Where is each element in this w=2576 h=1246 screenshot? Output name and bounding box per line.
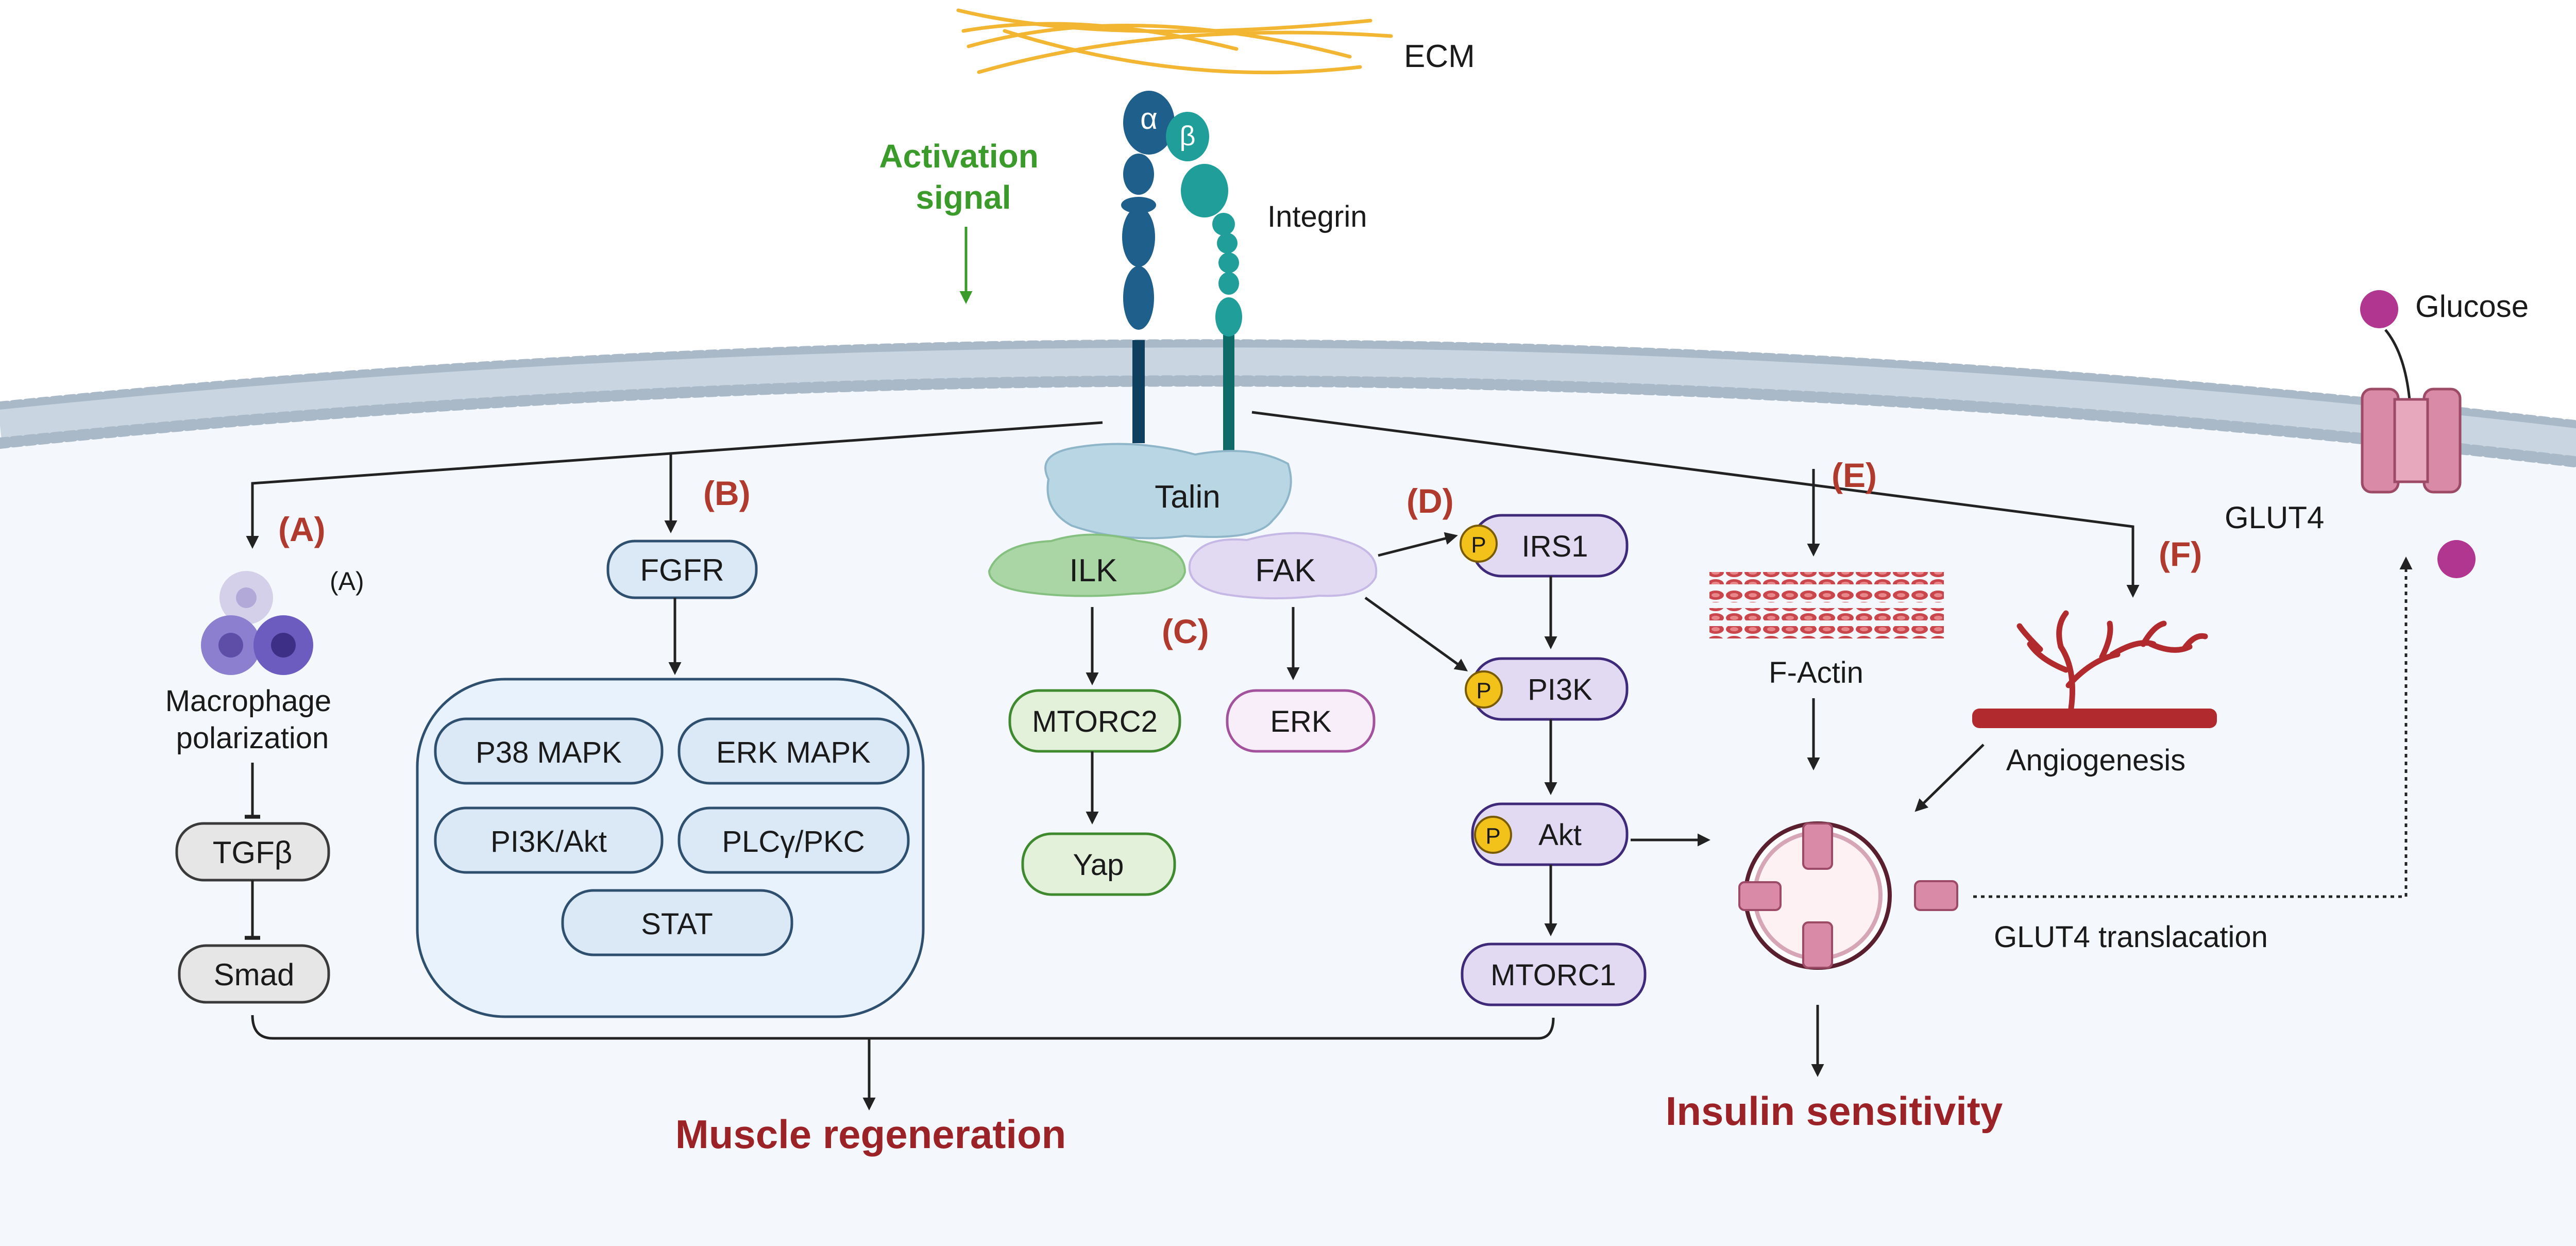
alpha-symbol: α — [1140, 102, 1158, 136]
talin-label: Talin — [1155, 479, 1221, 515]
pathway-p38: P38 MAPK — [434, 717, 664, 785]
glut4-translocation-arrow — [1973, 557, 2413, 898]
f-actin-icon — [1709, 572, 1944, 638]
glut4-label: GLUT4 — [2225, 500, 2324, 535]
yap-label: Yap — [1073, 848, 1124, 882]
f-actin-label: F-Actin — [1769, 656, 1863, 689]
tag-a: (A) — [278, 510, 326, 548]
fgfr-label: FGFR — [640, 553, 724, 587]
talin-blob — [1044, 443, 1292, 540]
glut4-free-transporter — [1914, 880, 1958, 911]
smad-label: Smad — [214, 957, 295, 992]
tag-e: (E) — [1832, 456, 1877, 494]
pathway-plcg-pkc: PLCγ/PKC — [677, 806, 910, 874]
tag-f: (F) — [2159, 535, 2202, 573]
erk-node — [1226, 689, 1376, 753]
glucose-molecule — [2360, 290, 2398, 328]
fgfr-node — [606, 540, 758, 599]
tag-c: (C) — [1162, 612, 1209, 650]
angiogenesis-label: Angiogenesis — [2006, 744, 2185, 777]
integrin-beta — [1166, 112, 1242, 454]
svg-text:ERK MAPK: ERK MAPK — [716, 736, 871, 769]
ilk-label: ILK — [1069, 553, 1117, 588]
erk-label: ERK — [1270, 705, 1332, 738]
akt-label: Akt — [1538, 818, 1582, 852]
cell-membrane — [0, 339, 2576, 468]
svg-text:P: P — [1476, 678, 1491, 703]
svg-text:STAT: STAT — [641, 907, 713, 941]
yap-node — [1021, 832, 1176, 896]
svg-text:PI3K/Akt: PI3K/Akt — [490, 825, 607, 858]
pathway-stat: STAT — [561, 889, 793, 956]
tag-b: (B) — [703, 474, 751, 512]
tag-d: (D) — [1406, 482, 1454, 520]
muscle-regeneration-label: Muscle regeneration — [675, 1112, 1066, 1157]
macrophage-cells-icon — [201, 571, 313, 675]
blood-vessel-icon — [1972, 610, 2217, 728]
mtorc1-node — [1461, 942, 1647, 1006]
glut4-transporter — [2361, 388, 2462, 494]
glut4-vesicle — [1738, 821, 1892, 970]
muscle-regeneration-bracket — [251, 1015, 1555, 1040]
integrin-alpha — [1121, 91, 1175, 443]
svg-text:PLCγ/PKC: PLCγ/PKC — [722, 825, 865, 858]
irs1-label: IRS1 — [1522, 530, 1588, 563]
pathway-pi3k-akt: PI3K/Akt — [434, 806, 664, 874]
fak-label: FAK — [1255, 553, 1315, 588]
macrophage-polarization-label: Macrophage polarization — [165, 684, 340, 755]
insulin-sensitivity-label: Insulin sensitivity — [1666, 1088, 2003, 1134]
integrin: α β — [1121, 91, 1242, 454]
mtorc1-label: MTORC1 — [1490, 958, 1616, 992]
ecm-fibers — [956, 8, 1393, 75]
pi3k-label: PI3K — [1528, 673, 1592, 706]
ilk-blob — [988, 533, 1187, 597]
p-badge-irs1 — [1460, 525, 1498, 563]
beta-symbol: β — [1179, 121, 1195, 151]
arrow-fak-irs1 — [1378, 532, 1458, 557]
glucose-intracellular — [2437, 540, 2476, 578]
mtorc2-label: MTORC2 — [1032, 705, 1158, 738]
pathway-erk-mapk: ERK MAPK — [677, 717, 910, 785]
integrin-label: Integrin — [1267, 200, 1367, 233]
arrow-angiogenesis-vesicle — [1914, 744, 1985, 812]
svg-text:P: P — [1471, 532, 1486, 558]
mtorc2-node — [1008, 689, 1181, 753]
svg-text:P: P — [1485, 823, 1500, 849]
integrin-branch-lines — [246, 411, 2140, 598]
glut4-translocation-label: GLUT4 translacation — [1994, 920, 2268, 954]
p-badge-pi3k — [1465, 670, 1503, 709]
p-badge-akt — [1474, 816, 1512, 854]
svg-text:P38 MAPK: P38 MAPK — [476, 736, 622, 769]
inline-tag-a: (A) — [330, 567, 364, 596]
fak-blob — [1188, 532, 1378, 600]
glucose-label: Glucose — [2415, 289, 2529, 324]
tgfb-label: TGFβ — [213, 835, 292, 870]
ecm-label: ECM — [1404, 39, 1475, 74]
activation-signal-label: Activation signal — [879, 138, 1047, 216]
smad-node — [178, 944, 330, 1004]
arrow-fak-pi3k — [1364, 596, 1468, 671]
